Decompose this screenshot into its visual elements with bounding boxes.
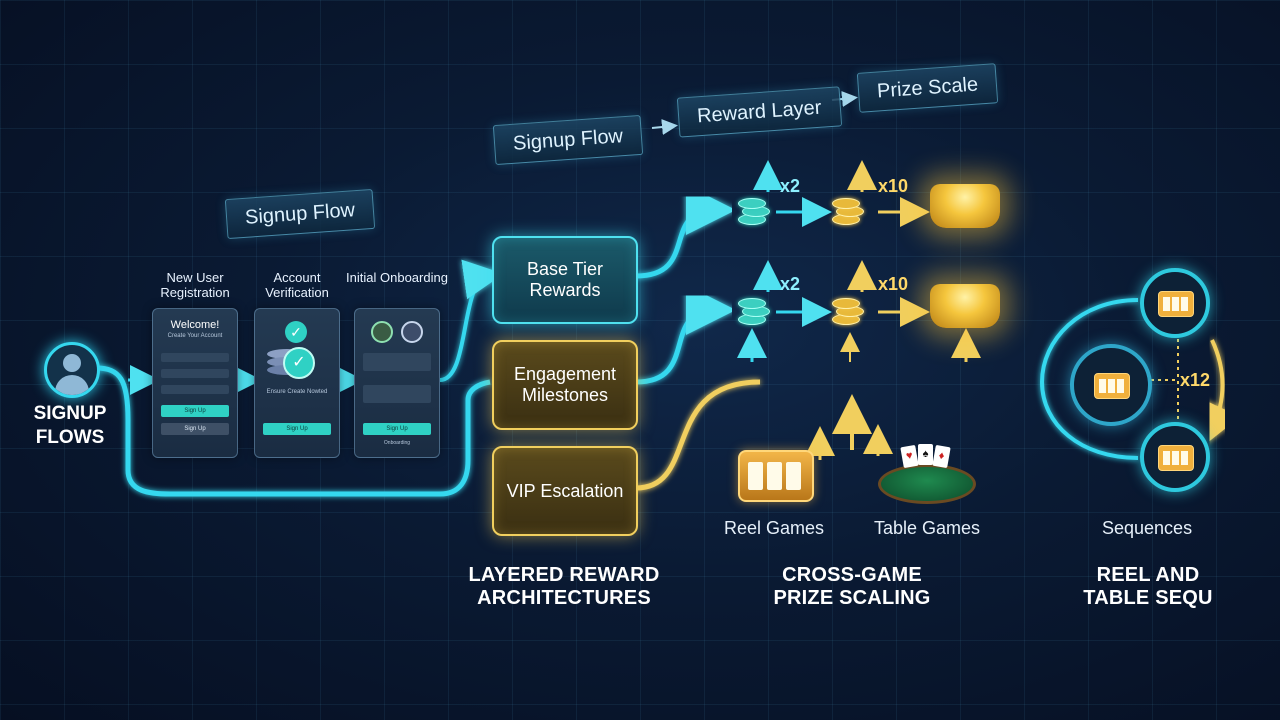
verification-screen: ✓ ✓ Ensure Create Nowted Sign Up	[254, 308, 340, 458]
verified-check-icon: ✓	[283, 347, 315, 379]
tier-vip-escalation: VIP Escalation	[492, 446, 638, 536]
sequence-node-top	[1140, 268, 1210, 338]
section-title-layered: LAYERED REWARD ARCHITECTURES	[468, 564, 660, 609]
registration-screen: Welcome! Create Your Account Sign Up Sig…	[152, 308, 238, 458]
sequence-node-bottom	[1140, 422, 1210, 492]
gold-treasure-top-icon	[930, 184, 1000, 228]
onboarding-to-base-line	[439, 259, 504, 382]
table-games-label: Table Games	[874, 518, 981, 538]
slot-machine-icon	[1158, 291, 1194, 317]
multiplier-mid-low: x2	[780, 274, 801, 294]
verification-button[interactable]: Sign Up	[263, 423, 331, 435]
onboarding-button[interactable]: Sign Up	[363, 423, 431, 435]
registration-field-2[interactable]	[161, 369, 229, 378]
tier-engagement-milestones: Engagement Milestones	[492, 340, 638, 430]
onboarding-option-2[interactable]	[363, 385, 431, 403]
banner-arrow-1	[651, 119, 678, 135]
signup-flows-title: SIGNUP FLOWS	[33, 403, 107, 448]
reel-game-slot-icon	[738, 450, 814, 502]
checkmark-icon: ✓	[285, 321, 307, 343]
multiplier-top-low: x2	[780, 176, 801, 196]
slot-machine-icon	[1094, 373, 1130, 399]
multiplier-top-high: x10	[878, 176, 909, 196]
registration-field-1[interactable]	[161, 353, 229, 362]
section-title-cross-game: CROSS-GAME PRIZE SCALING	[773, 564, 931, 609]
vip-to-main-line	[635, 379, 761, 491]
onboarding-footer: Onboarding	[383, 440, 411, 446]
section-title-sequences: REEL AND TABLE SEQU	[1083, 564, 1213, 609]
tier-base-rewards: Base Tier Rewards	[492, 236, 638, 324]
registration-heading: Welcome!	[170, 319, 220, 331]
sequence-return-arc	[1204, 339, 1241, 445]
registration-secondary-button[interactable]: Sign Up	[161, 423, 229, 435]
verification-caption: Ensure Create Nowted	[266, 389, 328, 395]
onboarding-profile-icon	[401, 321, 423, 343]
registration-field-3[interactable]	[161, 385, 229, 394]
base-to-prize-line	[635, 185, 736, 279]
sequence-arc	[1039, 298, 1139, 460]
user-avatar-icon	[44, 342, 100, 398]
sequence-multiplier: x12	[1180, 370, 1211, 390]
sequences-label: Sequences	[1102, 518, 1193, 538]
onboarding-screen: Sign Up Onboarding	[354, 308, 440, 458]
registration-subheading: Create Your Account	[167, 333, 223, 339]
engagement-to-prize-line	[635, 285, 736, 385]
sequence-node-middle	[1070, 344, 1152, 426]
signup-loop-line	[95, 365, 491, 497]
registration-signup-button[interactable]: Sign Up	[161, 405, 229, 417]
onboarding-avatar-icon	[371, 321, 393, 343]
gold-treasure-mid-icon	[930, 284, 1000, 328]
slot-machine-icon	[1158, 445, 1194, 471]
step-label-verification: Account Verification	[265, 270, 329, 300]
onboarding-option-1[interactable]	[363, 353, 431, 371]
step-label-onboarding: Initial Onboarding	[346, 270, 448, 285]
table-game-icon: ♥ ♠ ♦	[878, 444, 976, 504]
multiplier-mid-high: x10	[878, 274, 909, 294]
step-label-registration: New User Registration	[160, 270, 230, 300]
reel-games-label: Reel Games	[724, 518, 825, 538]
